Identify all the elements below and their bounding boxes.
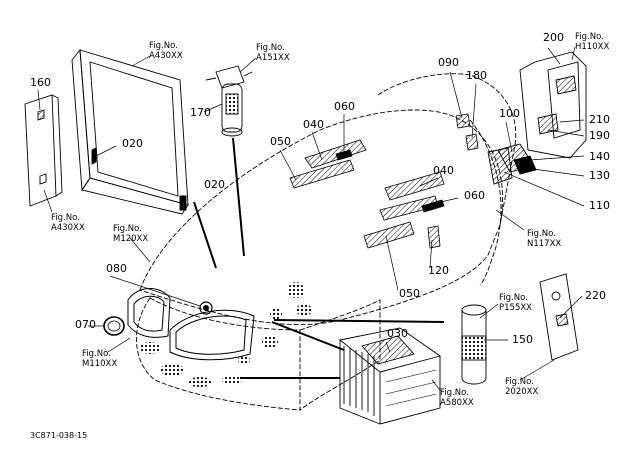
callout-labels: 160 020 170 020 080 070 050 040 060 090 180 040 060 0… [30, 31, 610, 346]
fig-ref-code: 2020XX [505, 387, 538, 397]
fig-ref-label: Fig.No. [505, 377, 534, 387]
fig-ref-label: Fig.No. [575, 32, 604, 42]
callout-140: 140 [589, 150, 610, 163]
fig-ref-code: P155XX [499, 303, 532, 313]
callout-220: 220 [585, 289, 606, 302]
dash-cluster [487, 51, 587, 185]
callout-leaders [37, 46, 585, 391]
fig-ref-label: Fig.No. [527, 229, 556, 239]
callout-150: 150 [512, 333, 533, 346]
fuel-filter [205, 65, 253, 137]
side-decals [455, 113, 479, 151]
fig-ref-code: A151XX [256, 53, 290, 63]
callout-180: 180 [466, 69, 487, 82]
callout-060: 060 [464, 189, 485, 202]
callout-100: 100 [499, 107, 520, 120]
fig-ref-code: M120XX [113, 234, 148, 244]
hood-decals [289, 139, 445, 249]
cap-070 [103, 316, 125, 336]
fig-ref-label: Fig.No. [440, 388, 469, 398]
headlight-left [127, 288, 171, 338]
drawing-code: 3C871-038-15 [30, 431, 87, 440]
callout-070: 070 [75, 318, 96, 331]
leader-arrows [193, 137, 445, 379]
callout-020: 020 [204, 178, 225, 191]
fig-ref-code: M110XX [82, 359, 117, 369]
cylinder-part [461, 304, 487, 385]
fig-ref-label: Fig.No. [51, 213, 80, 223]
callout-120: 120 [428, 264, 449, 277]
fig-ref-label: Fig.No. [256, 43, 285, 53]
callout-210: 210 [589, 113, 610, 126]
fig-ref-code: A430XX [51, 223, 85, 233]
fig-ref-code: A580XX [440, 398, 474, 408]
callout-060: 060 [334, 100, 355, 113]
fig-ref-code: N117XX [527, 239, 561, 249]
fig-ref-label: Fig.No. [149, 41, 178, 51]
callout-200: 200 [543, 31, 564, 44]
fig-ref-label: Fig.No. [113, 224, 142, 234]
callout-090: 090 [438, 56, 459, 69]
callout-050: 050 [270, 135, 291, 148]
callout-050: 050 [399, 287, 420, 300]
callout-080: 080 [106, 262, 127, 275]
fig-ref-label: Fig.No. [499, 293, 528, 303]
radiator-frame [71, 48, 189, 215]
bracket-plate [539, 273, 579, 361]
emblem [199, 301, 213, 315]
callout-020: 020 [122, 137, 143, 150]
fig-ref-code: H110XX [575, 42, 609, 52]
fig-references: Fig.No.A430XXFig.No.A151XXFig.No.H110XXF… [51, 32, 609, 408]
callout-110: 110 [589, 199, 610, 212]
battery [338, 327, 442, 425]
side-panel [24, 94, 63, 207]
callout-040: 040 [433, 164, 454, 177]
fig-ref-code: A430XX [149, 51, 183, 61]
fig-ref-label: Fig.No. [82, 349, 111, 359]
headlight-right [169, 309, 255, 361]
grill-patches [140, 282, 312, 387]
callout-030: 030 [387, 327, 408, 340]
callout-160: 160 [30, 76, 51, 89]
callout-130: 130 [589, 169, 610, 182]
callout-190: 190 [589, 129, 610, 142]
hood-body [136, 73, 517, 411]
callout-170: 170 [190, 106, 211, 119]
callout-040: 040 [303, 118, 324, 131]
